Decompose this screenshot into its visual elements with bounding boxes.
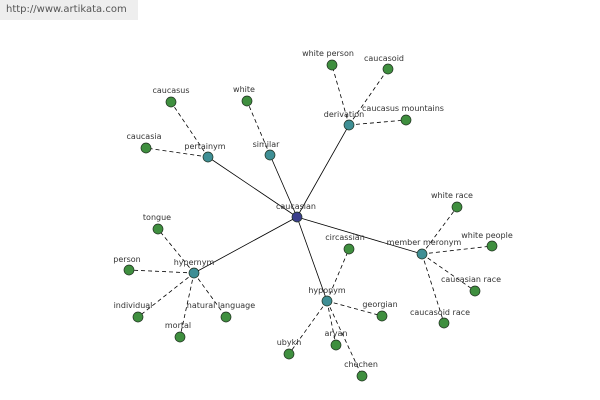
leaf-node-ubykh[interactable] [283, 348, 295, 360]
leaf-node-person[interactable] [123, 264, 135, 276]
leaf-node-caucasoid-race[interactable] [438, 317, 450, 329]
leaf-node-caucasus-mountains[interactable] [400, 114, 412, 126]
edge-similar-white [246, 100, 271, 156]
edge-hyponym-circassian [326, 248, 350, 302]
leaf-label-caucasus[interactable]: caucasus [152, 86, 189, 95]
relation-label-similar[interactable]: similar [253, 140, 281, 149]
relation-label-hypernym[interactable]: hypernym [174, 258, 215, 267]
relation-label-pertainym[interactable]: pertainym [184, 142, 225, 151]
edge-caucasian-similar [269, 154, 298, 218]
edge-hyponym-aryan [326, 300, 337, 346]
leaf-label-chechen[interactable]: chechen [344, 360, 378, 369]
leaf-label-ubykh[interactable]: ubykh [277, 338, 302, 347]
leaf-label-caucasoid-race[interactable]: caucasoid race [410, 308, 470, 317]
leaf-label-circassian[interactable]: circassian [325, 233, 365, 242]
leaf-label-person[interactable]: person [113, 255, 140, 264]
root-node-caucasian[interactable] [291, 211, 303, 223]
leaf-node-aryan[interactable] [330, 339, 342, 351]
edge-hyponym-ubykh [288, 300, 328, 355]
leaf-label-caucasia[interactable]: caucasia [127, 132, 162, 141]
leaf-node-caucasian-race[interactable] [469, 285, 481, 297]
leaf-node-caucasus[interactable] [165, 96, 177, 108]
edge-caucasian-hyponym [296, 216, 328, 302]
leaf-label-white-person[interactable]: white person [302, 49, 354, 58]
edge-hypernym-tongue [157, 228, 195, 274]
edge-hypernym-individual [137, 272, 195, 318]
leaf-node-circassian[interactable] [343, 243, 355, 255]
edge-hyponym-georgian [326, 300, 383, 317]
root-label-caucasian[interactable]: caucasian [276, 202, 316, 211]
leaf-node-chechen[interactable] [356, 370, 368, 382]
relation-label-member-meronym[interactable]: member meronym [387, 238, 462, 247]
graph-nodes [123, 59, 498, 382]
leaf-node-mortal[interactable] [174, 331, 186, 343]
leaf-label-caucasoid[interactable]: caucasoid [364, 54, 404, 63]
edge-caucasian-hypernym [193, 216, 298, 274]
leaf-label-tongue[interactable]: tongue [143, 213, 171, 222]
leaf-node-white-race[interactable] [451, 201, 463, 213]
edge-caucasian-pertainym [207, 156, 298, 218]
leaf-node-white[interactable] [241, 95, 253, 107]
edge-caucasian-member-meronym [296, 216, 423, 255]
relation-node-hypernym[interactable] [188, 267, 200, 279]
leaf-node-tongue[interactable] [152, 223, 164, 235]
edge-member-meronym-white-people [421, 245, 493, 255]
leaf-label-aryan[interactable]: aryan [325, 329, 348, 338]
leaf-label-georgian[interactable]: georgian [362, 300, 397, 309]
relation-label-derivation[interactable]: derivation [324, 110, 364, 119]
edge-derivation-caucasus-mountains [348, 119, 407, 126]
relation-node-similar[interactable] [264, 149, 276, 161]
edge-member-meronym-caucasoid-race [421, 253, 445, 324]
relation-node-derivation[interactable] [343, 119, 355, 131]
edge-derivation-caucasoid [348, 68, 389, 126]
leaf-label-white-people[interactable]: white people [461, 231, 513, 240]
leaf-label-white[interactable]: white [233, 85, 255, 94]
leaf-label-caucasus-mountains[interactable]: caucasus mountains [362, 104, 444, 113]
leaf-label-natural-language[interactable]: natural language [187, 301, 255, 310]
relation-node-member-meronym[interactable] [416, 248, 428, 260]
leaf-node-individual[interactable] [132, 311, 144, 323]
edge-pertainym-caucasia [145, 147, 209, 158]
leaf-node-natural-language[interactable] [220, 311, 232, 323]
leaf-label-caucasian-race[interactable]: caucasian race [441, 275, 501, 284]
graph-edges [128, 64, 493, 377]
source-url[interactable]: http://www.artikata.com [0, 0, 138, 20]
edge-hypernym-mortal [179, 272, 195, 338]
leaf-node-caucasia[interactable] [140, 142, 152, 154]
edge-hypernym-person [128, 269, 195, 274]
edge-caucasian-derivation [296, 124, 350, 218]
leaf-node-white-person[interactable] [326, 59, 338, 71]
edge-member-meronym-white-race [421, 206, 458, 255]
leaf-label-individual[interactable]: individual [114, 301, 153, 310]
edge-member-meronym-caucasian-race [421, 253, 476, 292]
leaf-node-white-people[interactable] [486, 240, 498, 252]
leaf-node-georgian[interactable] [376, 310, 388, 322]
graph-labels: white person caucasoid caucasus mountains w… [113, 49, 513, 369]
edge-derivation-white-person [331, 64, 350, 126]
leaf-node-caucasoid[interactable] [382, 63, 394, 75]
leaf-label-mortal[interactable]: mortal [165, 321, 191, 330]
relation-node-pertainym[interactable] [202, 151, 214, 163]
edge-hypernym-natural-language [193, 272, 227, 318]
relation-node-hyponym[interactable] [321, 295, 333, 307]
relation-label-hyponym[interactable]: hyponym [308, 286, 346, 295]
leaf-label-white-race[interactable]: white race [431, 191, 473, 200]
